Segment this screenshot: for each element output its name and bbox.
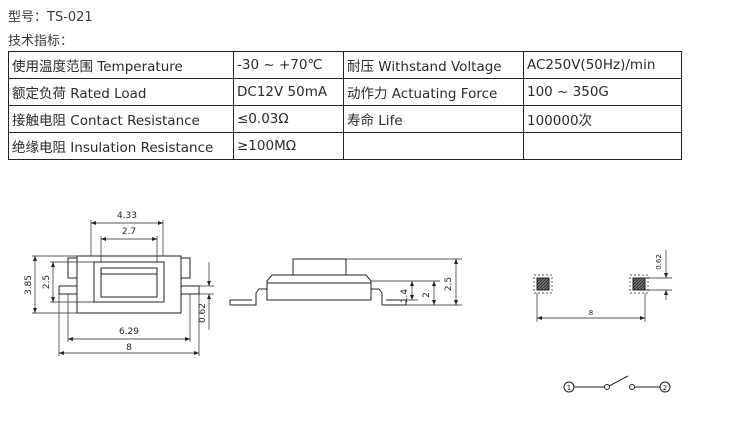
- front-actuator-outer: [93, 261, 165, 303]
- schematic-pin-1: 1: [567, 384, 571, 392]
- spec-name: 接触电阻 Contact Resistance: [8, 105, 234, 133]
- table-row: 绝缘电阻 Insulation Resistance ≥100MΩ: [8, 132, 682, 160]
- side-body: [266, 274, 372, 301]
- table-row: 额定负荷 Rated Load DC12V 50mA 动作力 Actuating…: [8, 78, 682, 106]
- spec-name: 绝缘电阻 Insulation Resistance: [8, 132, 234, 160]
- spec-name: [343, 132, 524, 160]
- side-actuator: [292, 258, 347, 276]
- dim-footprint-span: 8: [589, 309, 593, 317]
- footprint-pad-left: [536, 277, 550, 291]
- spec-name: 耐压 Withstand Voltage: [343, 51, 524, 79]
- dim-side-b: 2: [422, 292, 432, 298]
- front-right-tab: [180, 257, 191, 279]
- footprint-dimension-arrows: [537, 273, 668, 320]
- spec-table: 使用温度范围 Temperature -30 ~ +70℃ 耐压 Withsta…: [8, 51, 682, 160]
- front-left-pin: [58, 285, 78, 295]
- front-right-pin: [180, 285, 200, 295]
- dim-width-top: 4.33: [117, 211, 137, 221]
- spec-value: ≥100MΩ: [233, 132, 344, 160]
- spec-value: ≤0.03Ω: [233, 105, 344, 133]
- dim-body-width: 6.29: [119, 327, 139, 337]
- dim-footprint-pad: 0.62: [655, 254, 663, 270]
- front-dimension-arrows: [33, 221, 211, 355]
- spec-value: AC250V(50Hz)/min: [523, 51, 682, 79]
- spec-value: 100 ~ 350G: [523, 78, 682, 106]
- side-dimension-arrows: [410, 259, 458, 305]
- dim-side-c: 2.5: [444, 277, 454, 291]
- dim-total-width: 8: [126, 343, 132, 353]
- footprint-pad-right: [632, 277, 646, 291]
- front-view-drawing: [32, 220, 214, 356]
- spec-value: DC12V 50mA: [233, 78, 344, 106]
- footprint-drawing: [533, 250, 672, 322]
- front-actuator-inner: [100, 267, 158, 298]
- dim-height-outer: 3.85: [24, 275, 34, 295]
- spec-name: 额定负荷 Rated Load: [8, 78, 234, 106]
- model-number: 型号：TS-021: [8, 10, 93, 25]
- dim-side-a: 1.4: [400, 289, 410, 304]
- dim-pin-height: 0.62: [198, 303, 208, 323]
- side-view-drawing: [229, 258, 462, 306]
- schematic-pin-2-circle: [659, 381, 671, 393]
- spec-name: 使用温度范围 Temperature: [8, 51, 234, 79]
- front-left-tab: [67, 257, 78, 279]
- schematic-switch-blade: [608, 375, 629, 387]
- side-right-lead: [371, 288, 407, 306]
- front-body-outline: [76, 255, 182, 314]
- side-left-lead: [229, 288, 267, 306]
- table-row: 使用温度范围 Temperature -30 ~ +70℃ 耐压 Withsta…: [8, 51, 682, 79]
- schematic-pin-2: 2: [663, 384, 667, 392]
- dim-width-inner: 2.7: [122, 227, 136, 237]
- spec-heading: 技术指标：: [8, 34, 74, 49]
- dim-height-inner: 2.5: [42, 275, 52, 289]
- switch-schematic: [563, 375, 671, 393]
- spec-value: [523, 132, 682, 160]
- spec-name: 动作力 Actuating Force: [343, 78, 524, 106]
